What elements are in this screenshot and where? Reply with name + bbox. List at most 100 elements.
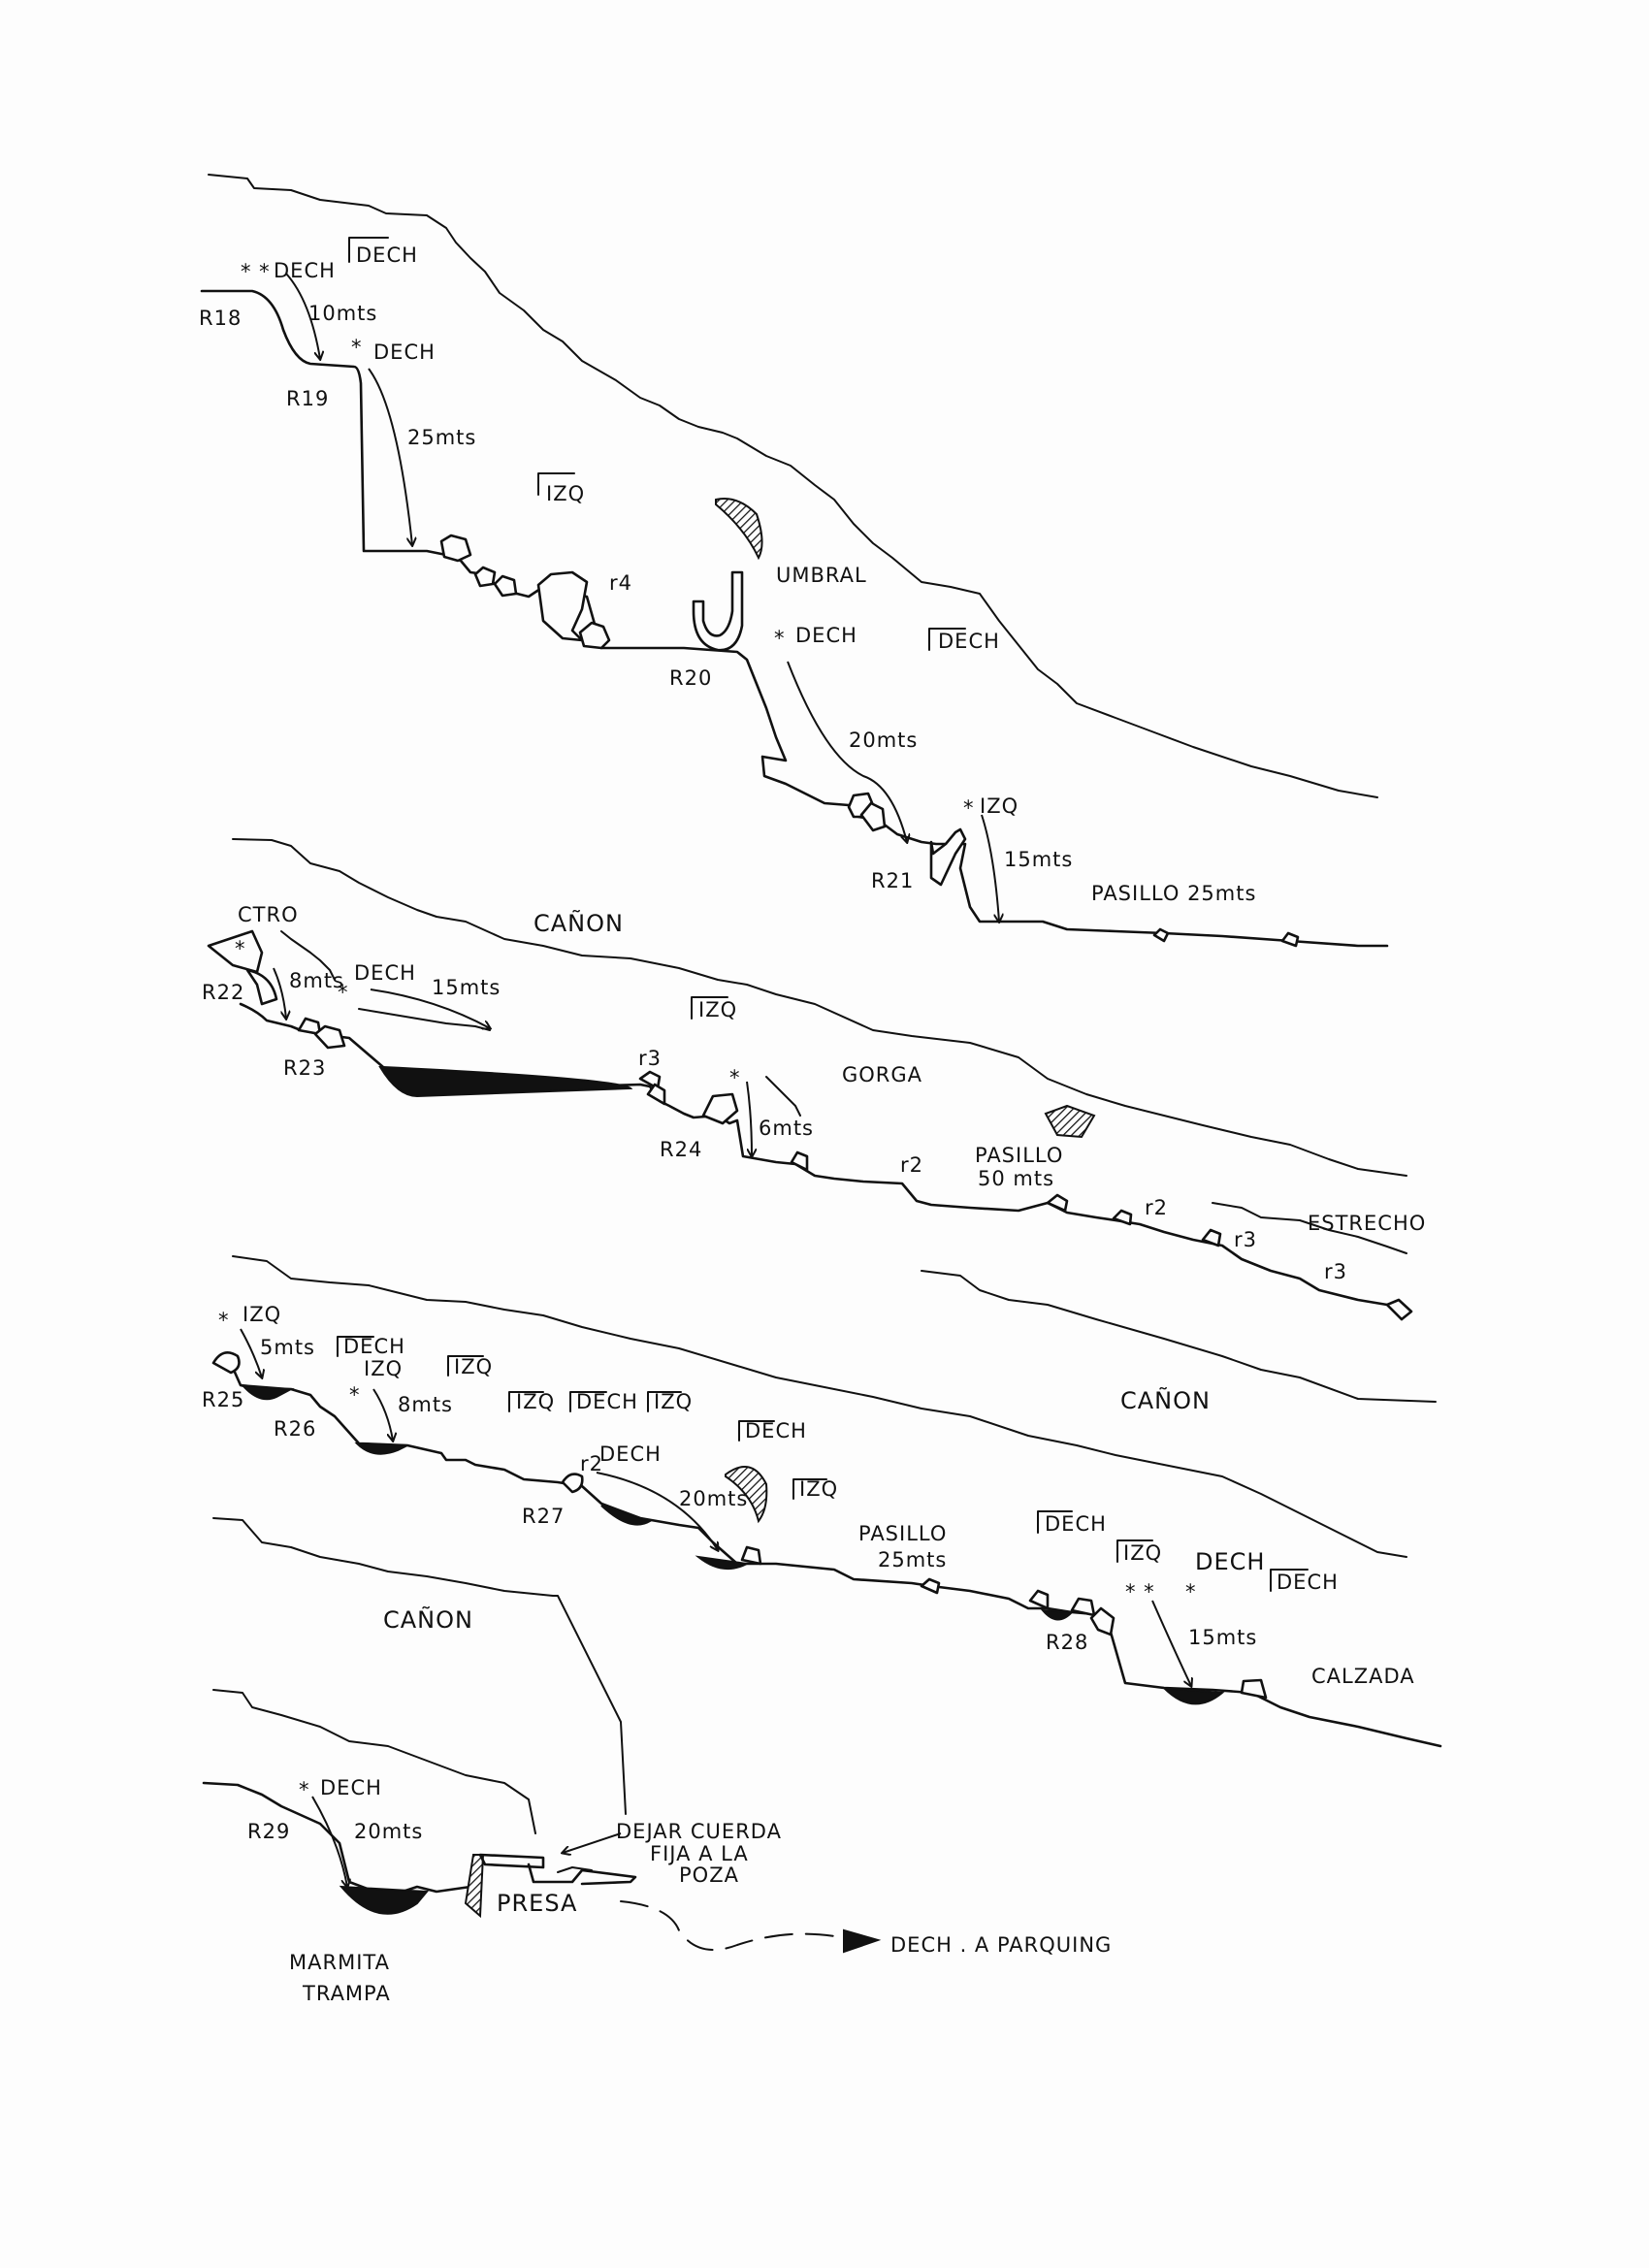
presa-edge xyxy=(527,1863,637,1886)
presa-top xyxy=(478,1853,545,1869)
side-bracket xyxy=(1116,1539,1153,1563)
label-r18: R18 xyxy=(199,307,242,330)
label-r20: R20 xyxy=(669,666,712,690)
canyon-wall-3 xyxy=(232,1255,1407,1558)
boulder xyxy=(859,801,887,832)
canyon-wall-4 xyxy=(212,1517,627,1815)
label-len-r22a: 8mts xyxy=(289,969,344,992)
label-gorga: GORGA xyxy=(842,1063,922,1086)
boulder xyxy=(297,1017,322,1036)
label-dejar-1: DEJAR CUERDA xyxy=(616,1820,782,1843)
label-len-r22b: 15mts xyxy=(432,976,501,999)
boulder xyxy=(493,574,518,598)
label-r28: R28 xyxy=(1046,1631,1088,1654)
section-3 xyxy=(211,1255,1442,1748)
label-len-r18: 10mts xyxy=(308,302,377,325)
anchor-icon: * xyxy=(351,336,363,359)
boulder xyxy=(1385,1298,1413,1321)
canyon-wall-3b xyxy=(921,1270,1437,1403)
label-dech-r28: DECH xyxy=(1195,1548,1265,1575)
arrow-r24 xyxy=(746,1081,752,1156)
label-pasillo-2b: 50 mts xyxy=(978,1167,1054,1190)
label-dejar-3: POZA xyxy=(679,1863,739,1887)
label-pasillo-3a: PASILLO xyxy=(858,1522,947,1545)
side-bracket xyxy=(738,1420,775,1442)
anchor-icon: * xyxy=(1185,1580,1197,1604)
boulder xyxy=(207,929,264,974)
label-r26: R26 xyxy=(274,1417,316,1441)
anchor-icon: * xyxy=(963,796,975,820)
boulder xyxy=(920,1577,941,1595)
riverbed-2 xyxy=(239,1002,1404,1321)
side-bracket xyxy=(1037,1510,1073,1534)
side-bracket xyxy=(647,1391,682,1412)
side-bracket xyxy=(447,1355,484,1377)
label-umbral: UMBRAL xyxy=(776,564,867,587)
side-bracket xyxy=(537,472,575,496)
pool xyxy=(695,1555,751,1571)
pool xyxy=(600,1505,653,1526)
label-len-r27: 20mts xyxy=(679,1487,748,1510)
label-estrecho: ESTRECHO xyxy=(1308,1212,1426,1235)
pool xyxy=(378,1066,633,1098)
exit-path xyxy=(620,1900,855,1951)
anchor-icon: * xyxy=(729,1066,741,1089)
canyon-wall-1 xyxy=(208,174,1378,798)
pool xyxy=(354,1442,408,1455)
label-len-r26: 8mts xyxy=(398,1393,453,1416)
label-r2b: r2 xyxy=(1145,1196,1168,1219)
boulder xyxy=(701,1092,739,1125)
side-label: IZQ xyxy=(454,1355,493,1378)
label-len-r20: 20mts xyxy=(849,729,918,752)
label-marmita-1: MARMITA xyxy=(289,1951,390,1974)
label-r3b: r3 xyxy=(1234,1228,1257,1251)
exit-arrow xyxy=(843,1928,882,1954)
label-dech-r29: DECH xyxy=(320,1776,382,1799)
anchor-icon: * xyxy=(774,627,786,650)
presa-wall xyxy=(464,1854,485,1919)
anchor-icon: * xyxy=(349,1383,361,1407)
label-canon-1: CAÑON xyxy=(534,908,624,937)
label-canon-2: CAÑON xyxy=(1120,1385,1211,1414)
side-label: IZQ xyxy=(698,998,737,1021)
descent-arrows xyxy=(240,273,1191,1887)
anchor-icon: * xyxy=(218,1309,230,1332)
side-label: IZQ xyxy=(654,1390,693,1413)
label-dech-r18: DECH xyxy=(274,259,336,282)
section-1 xyxy=(200,174,1389,948)
boulder xyxy=(473,566,497,588)
label-r27: R27 xyxy=(522,1505,565,1528)
label-len-r29: 20mts xyxy=(354,1820,423,1843)
stair-steps xyxy=(765,1076,801,1117)
section-4 xyxy=(202,1517,882,1954)
label-r19: R19 xyxy=(286,387,329,410)
boulder xyxy=(1028,1589,1050,1610)
arrow-r19 xyxy=(368,368,412,545)
label-dech-r27: DECH xyxy=(599,1442,662,1466)
boulder xyxy=(790,1150,809,1172)
riverbed-4 xyxy=(202,1781,472,1898)
arrow-r18 xyxy=(285,273,320,359)
label-r2a: r2 xyxy=(900,1153,923,1177)
pool xyxy=(1040,1608,1075,1621)
label-r3c: r3 xyxy=(1324,1260,1347,1283)
label-pasillo-1: PASILLO 25mts xyxy=(1091,882,1256,905)
boulder xyxy=(211,1351,241,1375)
side-label: IZQ xyxy=(546,482,585,505)
label-len-r21: 15mts xyxy=(1004,848,1073,871)
label-dejar-2: FIJA A LA xyxy=(650,1842,749,1865)
label-len-r24: 6mts xyxy=(759,1117,814,1140)
label-r23: R23 xyxy=(283,1056,326,1080)
arrow-r28 xyxy=(1151,1600,1191,1686)
label-r2c: r2 xyxy=(580,1452,603,1475)
label-r29: R29 xyxy=(247,1820,290,1843)
step-wall-2b xyxy=(1212,1202,1407,1254)
side-label: DECH xyxy=(1277,1571,1339,1594)
label-izq-r26: IZQ xyxy=(364,1357,403,1380)
label-exit: DECH . A PARQUING xyxy=(890,1933,1112,1957)
boulder xyxy=(1112,1209,1133,1226)
label-ctro: CTRO xyxy=(238,903,299,926)
dejar-pointer xyxy=(563,1832,622,1853)
umbral-shape xyxy=(692,570,744,652)
